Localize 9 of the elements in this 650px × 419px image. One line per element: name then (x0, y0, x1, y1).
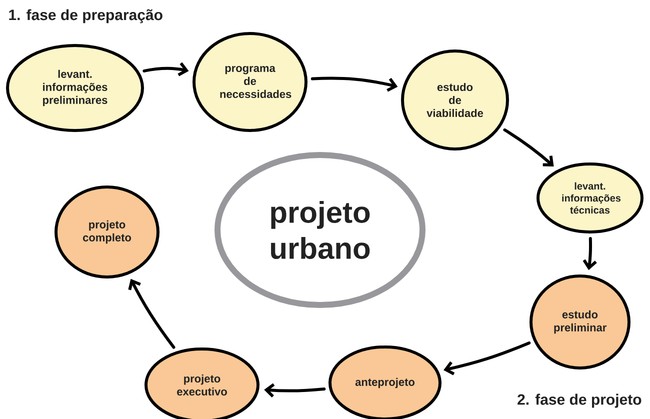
arrow (310, 76, 398, 92)
phase-label: 1. fase de preparação (9, 9, 162, 24)
arrow (444, 341, 531, 376)
phase-label: 2. fase de projeto (518, 394, 642, 408)
arrow (503, 128, 554, 166)
arrow (264, 383, 326, 398)
arrow (142, 62, 189, 76)
arrow (582, 236, 597, 270)
arrow (128, 278, 176, 349)
